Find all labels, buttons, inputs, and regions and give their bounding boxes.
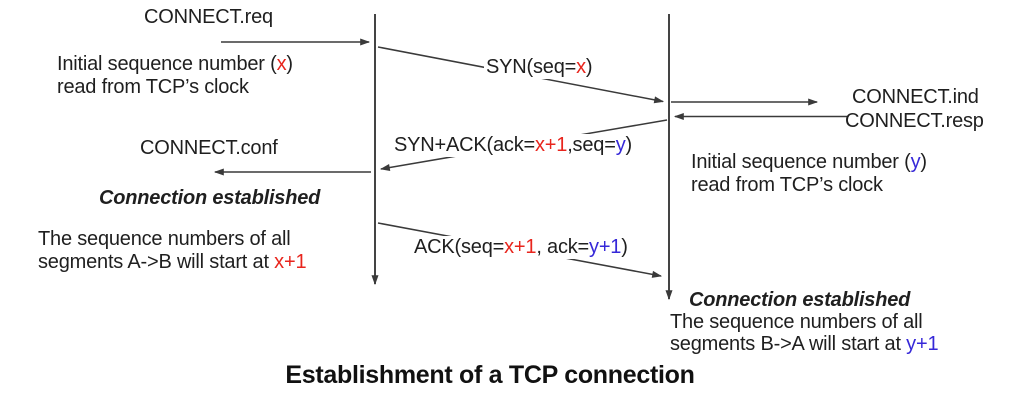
isn-note-a-post: ) (286, 53, 293, 75)
syn-ack-pre: SYN+ACK(ack= (394, 134, 535, 156)
connect-ind-label: CONNECT.ind (852, 86, 979, 108)
seq-note-a: The sequence numbers of all segments A->… (38, 228, 307, 274)
isn-note-a-line2: read from TCP’s clock (57, 76, 249, 98)
syn-var-x: x (576, 56, 586, 78)
ack-message-label: ACK(seq=x+1, ack=y+1) (412, 236, 630, 259)
connect-resp-label: CONNECT.resp (845, 110, 984, 132)
seq-note-a-pre: segments A->B will start at (38, 251, 275, 273)
isn-note-b-line1: Initial sequence number (y) (691, 151, 927, 174)
seq-note-b-var: y+1 (906, 333, 939, 355)
syn-ack-post: ) (625, 134, 633, 156)
isn-note-b-post: ) (920, 151, 927, 173)
isn-note-b: Initial sequence number (y) read from TC… (691, 151, 927, 197)
seq-note-b-line1: The sequence numbers of all (670, 311, 923, 333)
isn-note-b-pre: Initial sequence number ( (691, 151, 911, 173)
ack-var-x1: x+1 (504, 236, 537, 258)
isn-note-b-line2: read from TCP’s clock (691, 174, 883, 196)
isn-note-a-var-x: x (276, 53, 287, 75)
seq-note-b-line2: segments B->A will start at y+1 (670, 333, 939, 355)
syn-ack-mid: ,seq= (567, 134, 616, 156)
seq-note-a-var: x+1 (274, 251, 307, 273)
connect-req-label: CONNECT.req (144, 6, 273, 28)
syn-ack-var-y: y (615, 134, 626, 156)
seq-note-a-line1: The sequence numbers of all (38, 228, 291, 250)
diagram-caption: Establishment of a TCP connection (285, 361, 695, 389)
ack-mid: , ack= (536, 236, 590, 258)
syn-ack-message-label: SYN+ACK(ack=x+1,seq=y) (392, 134, 634, 157)
ack-post: ) (621, 236, 628, 258)
syn-pre: SYN(seq= (486, 56, 577, 78)
isn-note-a: Initial sequence number (x) read from TC… (57, 53, 293, 99)
connect-conf-label: CONNECT.conf (140, 137, 278, 159)
ack-pre: ACK(seq= (414, 236, 505, 258)
ack-var-y1: y+1 (589, 236, 622, 258)
connection-established-a-label: Connection established (99, 187, 321, 209)
syn-post: ) (585, 56, 593, 78)
syn-message-label: SYN(seq=x) (484, 56, 595, 79)
seq-note-a-line2: segments A->B will start at x+1 (38, 251, 307, 274)
seq-note-b: The sequence numbers of all segments B->… (670, 311, 939, 355)
isn-note-a-line1: Initial sequence number (x) (57, 53, 293, 76)
seq-note-b-pre: segments B->A will start at (670, 333, 907, 355)
syn-ack-var-x1: x+1 (535, 134, 568, 156)
connection-established-b-label: Connection established (689, 289, 911, 311)
isn-note-a-pre: Initial sequence number ( (57, 53, 277, 75)
isn-note-b-var-y: y (910, 151, 921, 173)
